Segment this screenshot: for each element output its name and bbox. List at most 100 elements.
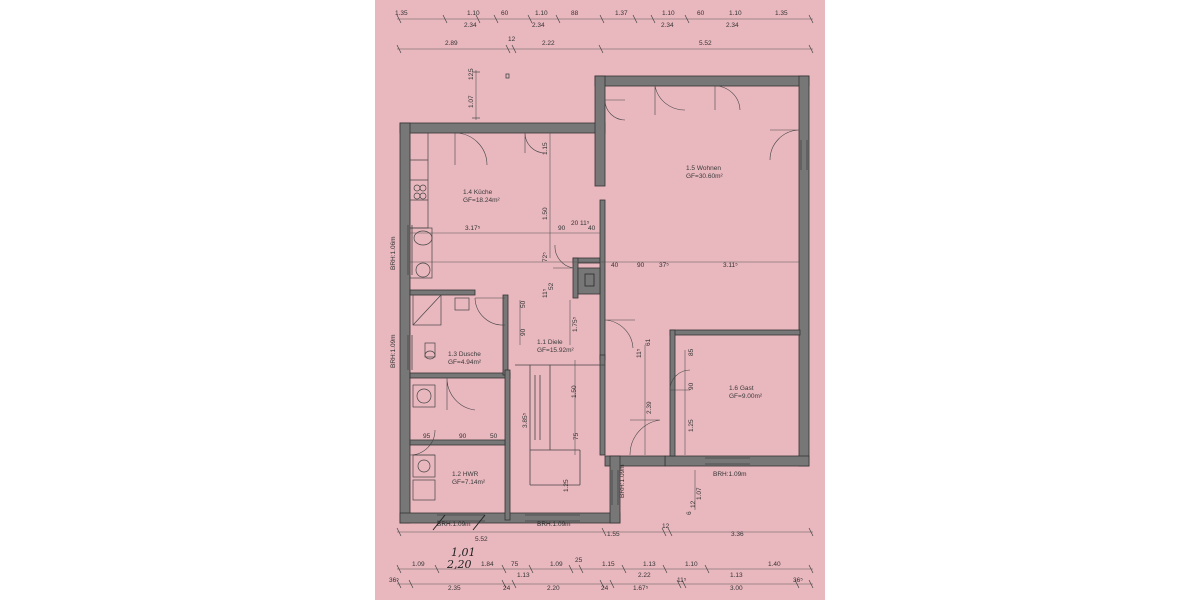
room-kitchen-name: 1.4 Küche — [463, 189, 493, 196]
top-dimension-chain-2: 2.89 12 2.22 5.52 — [396, 36, 814, 54]
floor-plan-sheet: 1.35 1.10 60 1.10 88 1.37 1.10 60 1.10 1… — [375, 0, 825, 600]
dim-95: 95 — [423, 433, 431, 440]
room-living-name: 1.5 Wohnen — [686, 165, 721, 172]
dim-bottom3-3: 24 — [503, 585, 511, 592]
dim-bottom2-3: 75 — [511, 561, 519, 568]
interior-walls — [409, 199, 801, 521]
dim-bottom3-4: 2.20 — [547, 585, 560, 592]
dim-top-10: 1.35 — [775, 10, 788, 17]
dim-bottom1-2: 1.55 — [607, 531, 620, 538]
dim-72: 72⁵ — [542, 252, 549, 262]
room-utility-area: GF=7.14m² — [452, 479, 486, 486]
dim-bottom3-8: 3.00 — [730, 585, 743, 592]
room-shower-name: 1.3 Dusche — [448, 351, 481, 358]
dim-v-107b: 1.07 — [468, 95, 475, 108]
dim-v-12b: 12 — [468, 72, 475, 80]
dim-top-b2: 2.34 — [532, 22, 545, 29]
dim-bottom2-6: 1.15 — [602, 561, 615, 568]
dim-125: 1.25 — [688, 419, 695, 432]
dim-150b: 1.50 — [571, 385, 578, 398]
dim-bottom2b-2: 2.22 — [638, 572, 651, 579]
dim-11c: 11⁵ — [636, 348, 643, 358]
dim-90d: 90 — [688, 382, 695, 390]
dim-top2-2: 12 — [508, 36, 516, 43]
dim-bottom1-1: 5.52 — [475, 536, 488, 543]
dim-kitchen-h1: 1.15 — [542, 142, 549, 155]
kitchen-counter — [409, 132, 433, 279]
dim-top2-1: 2.89 — [445, 40, 458, 47]
dim-bottom3-5: 24 — [601, 585, 609, 592]
brh-utility: BRH:1.09m — [437, 521, 471, 528]
dim-bottom2-9: 1.40 — [768, 561, 781, 568]
dim-bottom3-1: 36⁵ — [389, 577, 399, 584]
dim-6: 6 — [686, 511, 693, 515]
dim-bottom2b-1: 1.13 — [517, 572, 530, 579]
dim-90e: 90 — [459, 433, 467, 440]
dim-52: 52 — [548, 282, 555, 290]
dim-90c: 90 — [637, 262, 645, 269]
brh-guest: BRH:1.09m — [713, 471, 747, 478]
dim-top-8: 60 — [697, 10, 705, 17]
dim-bottom2-5: 25 — [575, 557, 583, 564]
dim-kitchen-h2: 1.50 — [542, 207, 549, 220]
handwriting-line-2: 2,20 — [446, 558, 472, 571]
dim-20: 20 — [571, 220, 579, 227]
dim-top2-3: 2.22 — [542, 40, 555, 47]
dim-top-5: 88 — [571, 10, 579, 17]
dim-bottom3-9: 36⁵ — [793, 577, 803, 584]
dim-top-6: 1.37 — [615, 10, 628, 17]
dim-75: 75 — [573, 432, 580, 440]
interior-dimension-lines — [410, 133, 800, 510]
dim-top-3: 60 — [501, 10, 509, 17]
dim-top-4: 1.10 — [535, 10, 548, 17]
dim-top-9: 1.10 — [729, 10, 742, 17]
brh-hall-side: BRH:1.09m — [619, 464, 626, 498]
bottom-dimension-chain-2: 1.09 1.84 75 1.09 25 1.15 1.13 1.10 1.40… — [396, 557, 814, 579]
dim-bottom1-4: 3.36 — [731, 531, 744, 538]
dim-50b: 50 — [490, 433, 498, 440]
dim-50a: 50 — [520, 300, 527, 308]
room-guest-area: GF=9.00m² — [729, 393, 763, 400]
hwr-fixtures — [412, 384, 436, 501]
chimney — [577, 267, 601, 295]
dim-bottom2b-3: 1.13 — [730, 572, 743, 579]
dim-311: 3.11⁵ — [723, 262, 738, 269]
stairs — [515, 364, 605, 486]
dim-12: 12 — [690, 500, 697, 508]
dim-bottom1-3: 12 — [662, 523, 670, 530]
handwriting-line-1: 1,01 — [451, 546, 476, 559]
dim-top-1: 1.35 — [395, 10, 408, 17]
dim-40b: 40 — [611, 262, 619, 269]
room-living-area: GF=30.60m² — [686, 173, 724, 180]
dim-v-5b: 5 — [468, 68, 475, 72]
vertical-dim-entry: 1.07 12 5 — [468, 68, 510, 120]
dim-kitchen-width: 3.17⁵ — [465, 225, 481, 232]
dim-40a: 40 — [588, 225, 596, 232]
dim-85: 85 — [688, 348, 695, 356]
dim-11b: 11⁵ — [542, 288, 549, 298]
room-guest-name: 1.6 Gast — [729, 385, 754, 392]
shower-fixtures — [412, 294, 470, 360]
dim-bottom3-6: 1.67⁵ — [633, 585, 649, 592]
top-dimension-chain-1: 1.35 1.10 60 1.10 88 1.37 1.10 60 1.10 1… — [395, 10, 814, 29]
dim-90b: 90 — [520, 328, 527, 336]
dim-top-b1: 2.34 — [464, 22, 477, 29]
handwritten-annotation: 1,01 2,20 — [432, 514, 486, 571]
brh-kitchen: BRH:1.06m — [390, 236, 397, 270]
dim-top-b3: 2.34 — [661, 22, 674, 29]
dim-bottom2-4: 1.09 — [550, 561, 563, 568]
dim-bottom2-7: 1.13 — [643, 561, 656, 568]
dim-90a: 90 — [558, 225, 566, 232]
brh-hall-bottom: BRH:1.09m — [537, 521, 571, 528]
room-hall-name: 1.1 Diele — [537, 339, 563, 346]
dim-bottom2-2: 1.84 — [481, 561, 494, 568]
dim-bottom3-7: 11⁵ — [677, 577, 687, 584]
dim-37: 37⁵ — [659, 262, 669, 269]
room-shower-area: GF=4.94m² — [448, 359, 482, 366]
room-hall-area: GF=15.92m² — [537, 347, 575, 354]
dim-175: 1.75⁵ — [572, 316, 579, 332]
dim-top-2: 1.10 — [467, 10, 480, 17]
dim-11: 11⁵ — [580, 220, 590, 227]
room-kitchen-area: GF=18.24m² — [463, 197, 501, 204]
dim-top-b4: 2.34 — [726, 22, 739, 29]
